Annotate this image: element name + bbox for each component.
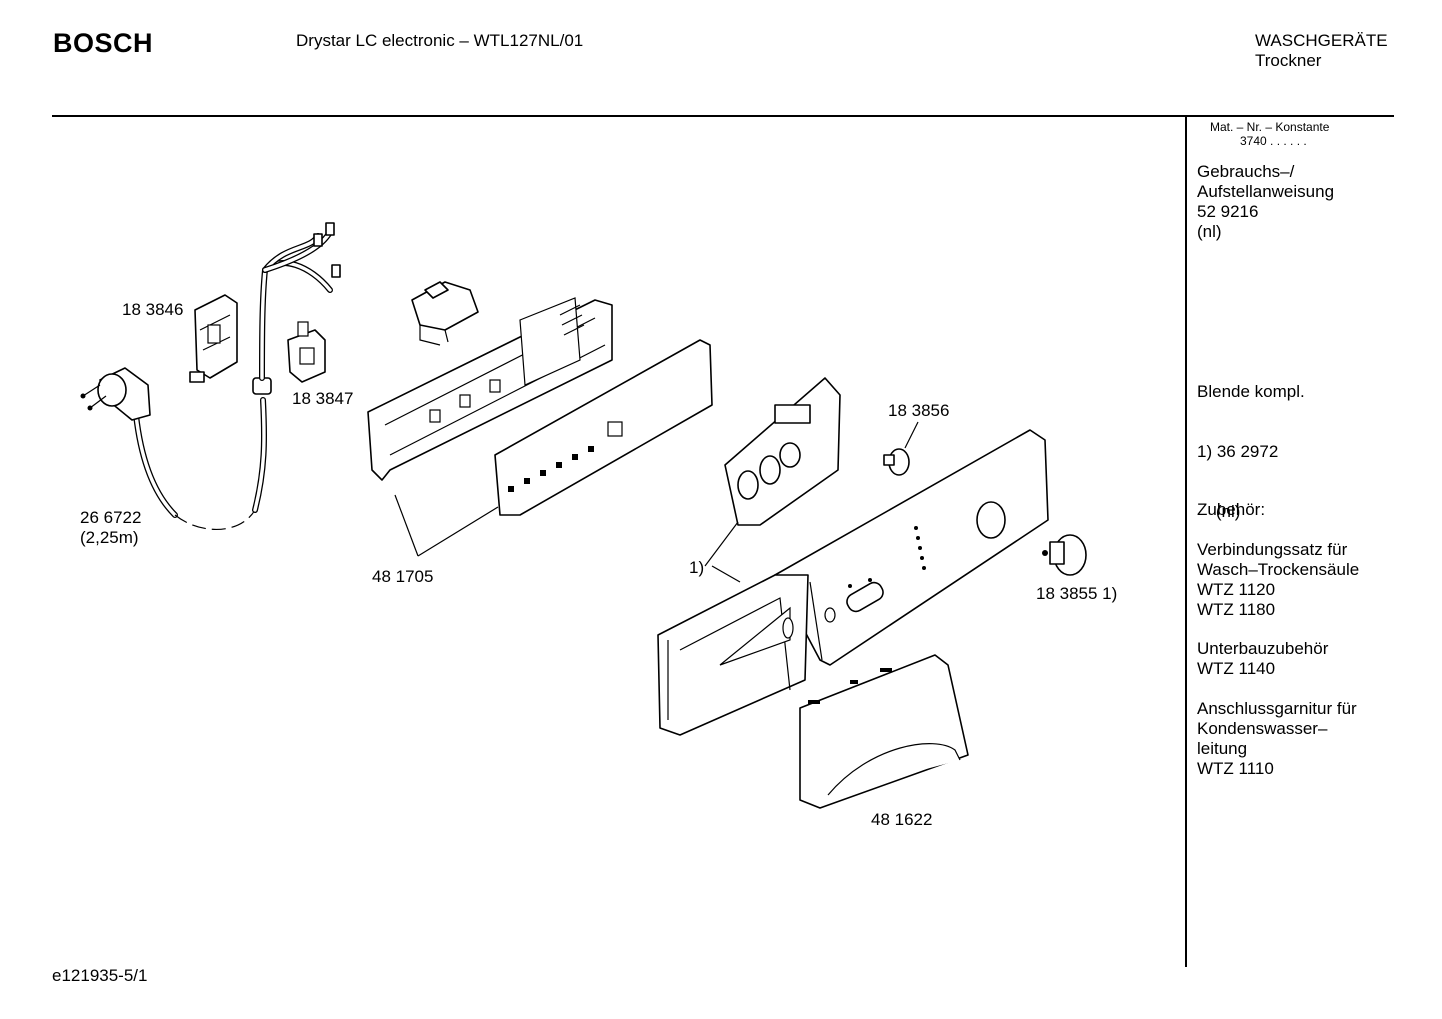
- panel-line: 1) 36 2972: [1197, 442, 1279, 461]
- category-block: WASCHGERÄTE Trockner: [1255, 31, 1388, 71]
- part-label-183846: 18 3846: [122, 300, 184, 319]
- accessory-kit-base: Unterbauzubehör WTZ 1140: [1197, 639, 1328, 679]
- connector-part: [287, 321, 326, 383]
- header-divider: [52, 115, 1394, 117]
- power-cord-part: [80, 222, 341, 531]
- control-frame-part: [367, 297, 613, 481]
- panel-line: (nl): [1197, 502, 1241, 521]
- kit-line: Wasch–Trockensäule: [1197, 560, 1360, 579]
- brand-logo: BOSCH: [53, 28, 154, 58]
- circuit-board-part: [494, 339, 713, 516]
- accessory-kit-condensate: Anschlussgarnitur für Kondenswasser– lei…: [1197, 699, 1357, 779]
- subcategory-label: Trockner: [1255, 51, 1322, 70]
- manual-line: 52 9216: [1197, 202, 1259, 221]
- switch-module-part: [411, 281, 479, 346]
- control-panel-part: [774, 429, 1049, 666]
- accessories-title: Zubehör:: [1197, 500, 1266, 519]
- panel-info: Blende kompl. 1) 36 2972 (nl): [1197, 342, 1305, 542]
- part-label-266722: 26 6722: [80, 508, 142, 527]
- kit-line: Verbindungssatz für: [1197, 540, 1348, 559]
- material-number-label: Mat. – Nr. – Konstante: [1210, 120, 1330, 134]
- kit-line: Anschlussgarnitur für: [1197, 699, 1357, 718]
- material-number-value: 3740 . . . . . .: [1240, 134, 1307, 148]
- part-label-183855: 18 3855 1): [1036, 584, 1118, 603]
- part-label-481622: 48 1622: [871, 810, 933, 829]
- kit-line: WTZ 1120: [1197, 580, 1276, 599]
- manual-line: Aufstellanweisung: [1197, 182, 1335, 201]
- kit-line: leitung: [1197, 739, 1248, 758]
- kit-line: WTZ 1180: [1197, 600, 1276, 619]
- kit-line: WTZ 1140: [1197, 659, 1276, 678]
- model-title: Drystar LC electronic – WTL127NL/01: [296, 31, 584, 50]
- button-carrier-part: [724, 377, 841, 526]
- kit-line: Kondenswasser–: [1197, 719, 1328, 738]
- leader-lines: [394, 421, 919, 583]
- material-number-block: Mat. – Nr. – Konstante 3740 . . . . . .: [1210, 120, 1329, 148]
- drawer-housing-part: [657, 574, 809, 736]
- large-knob-part: [1042, 534, 1087, 576]
- part-label-183856: 18 3856: [888, 401, 950, 420]
- sidebar-divider: [1185, 117, 1187, 967]
- kit-line: Unterbauzubehör: [1197, 639, 1329, 658]
- panel-line: Blende kompl.: [1197, 382, 1305, 401]
- manual-info: Gebrauchs–/ Aufstellanweisung 52 9216 (n…: [1197, 162, 1334, 242]
- manual-line: (nl): [1197, 222, 1222, 241]
- manual-line: Gebrauchs–/: [1197, 162, 1295, 181]
- small-knob-part: [883, 448, 910, 476]
- accessory-kit-column: Verbindungssatz für Wasch–Trockensäule W…: [1197, 540, 1359, 620]
- kit-line: WTZ 1110: [1197, 759, 1274, 778]
- part-label-266722-length: (2,25m): [80, 528, 139, 547]
- part-label-ref1: 1): [689, 558, 705, 577]
- drawing-code: e121935-5/1: [52, 966, 148, 985]
- drawer-front-part: [799, 654, 969, 809]
- part-label-183847: 18 3847: [292, 389, 354, 408]
- category-label: WASCHGERÄTE: [1255, 31, 1388, 50]
- part-label-481705: 48 1705: [372, 567, 434, 586]
- cable-clamp-part: [189, 294, 238, 383]
